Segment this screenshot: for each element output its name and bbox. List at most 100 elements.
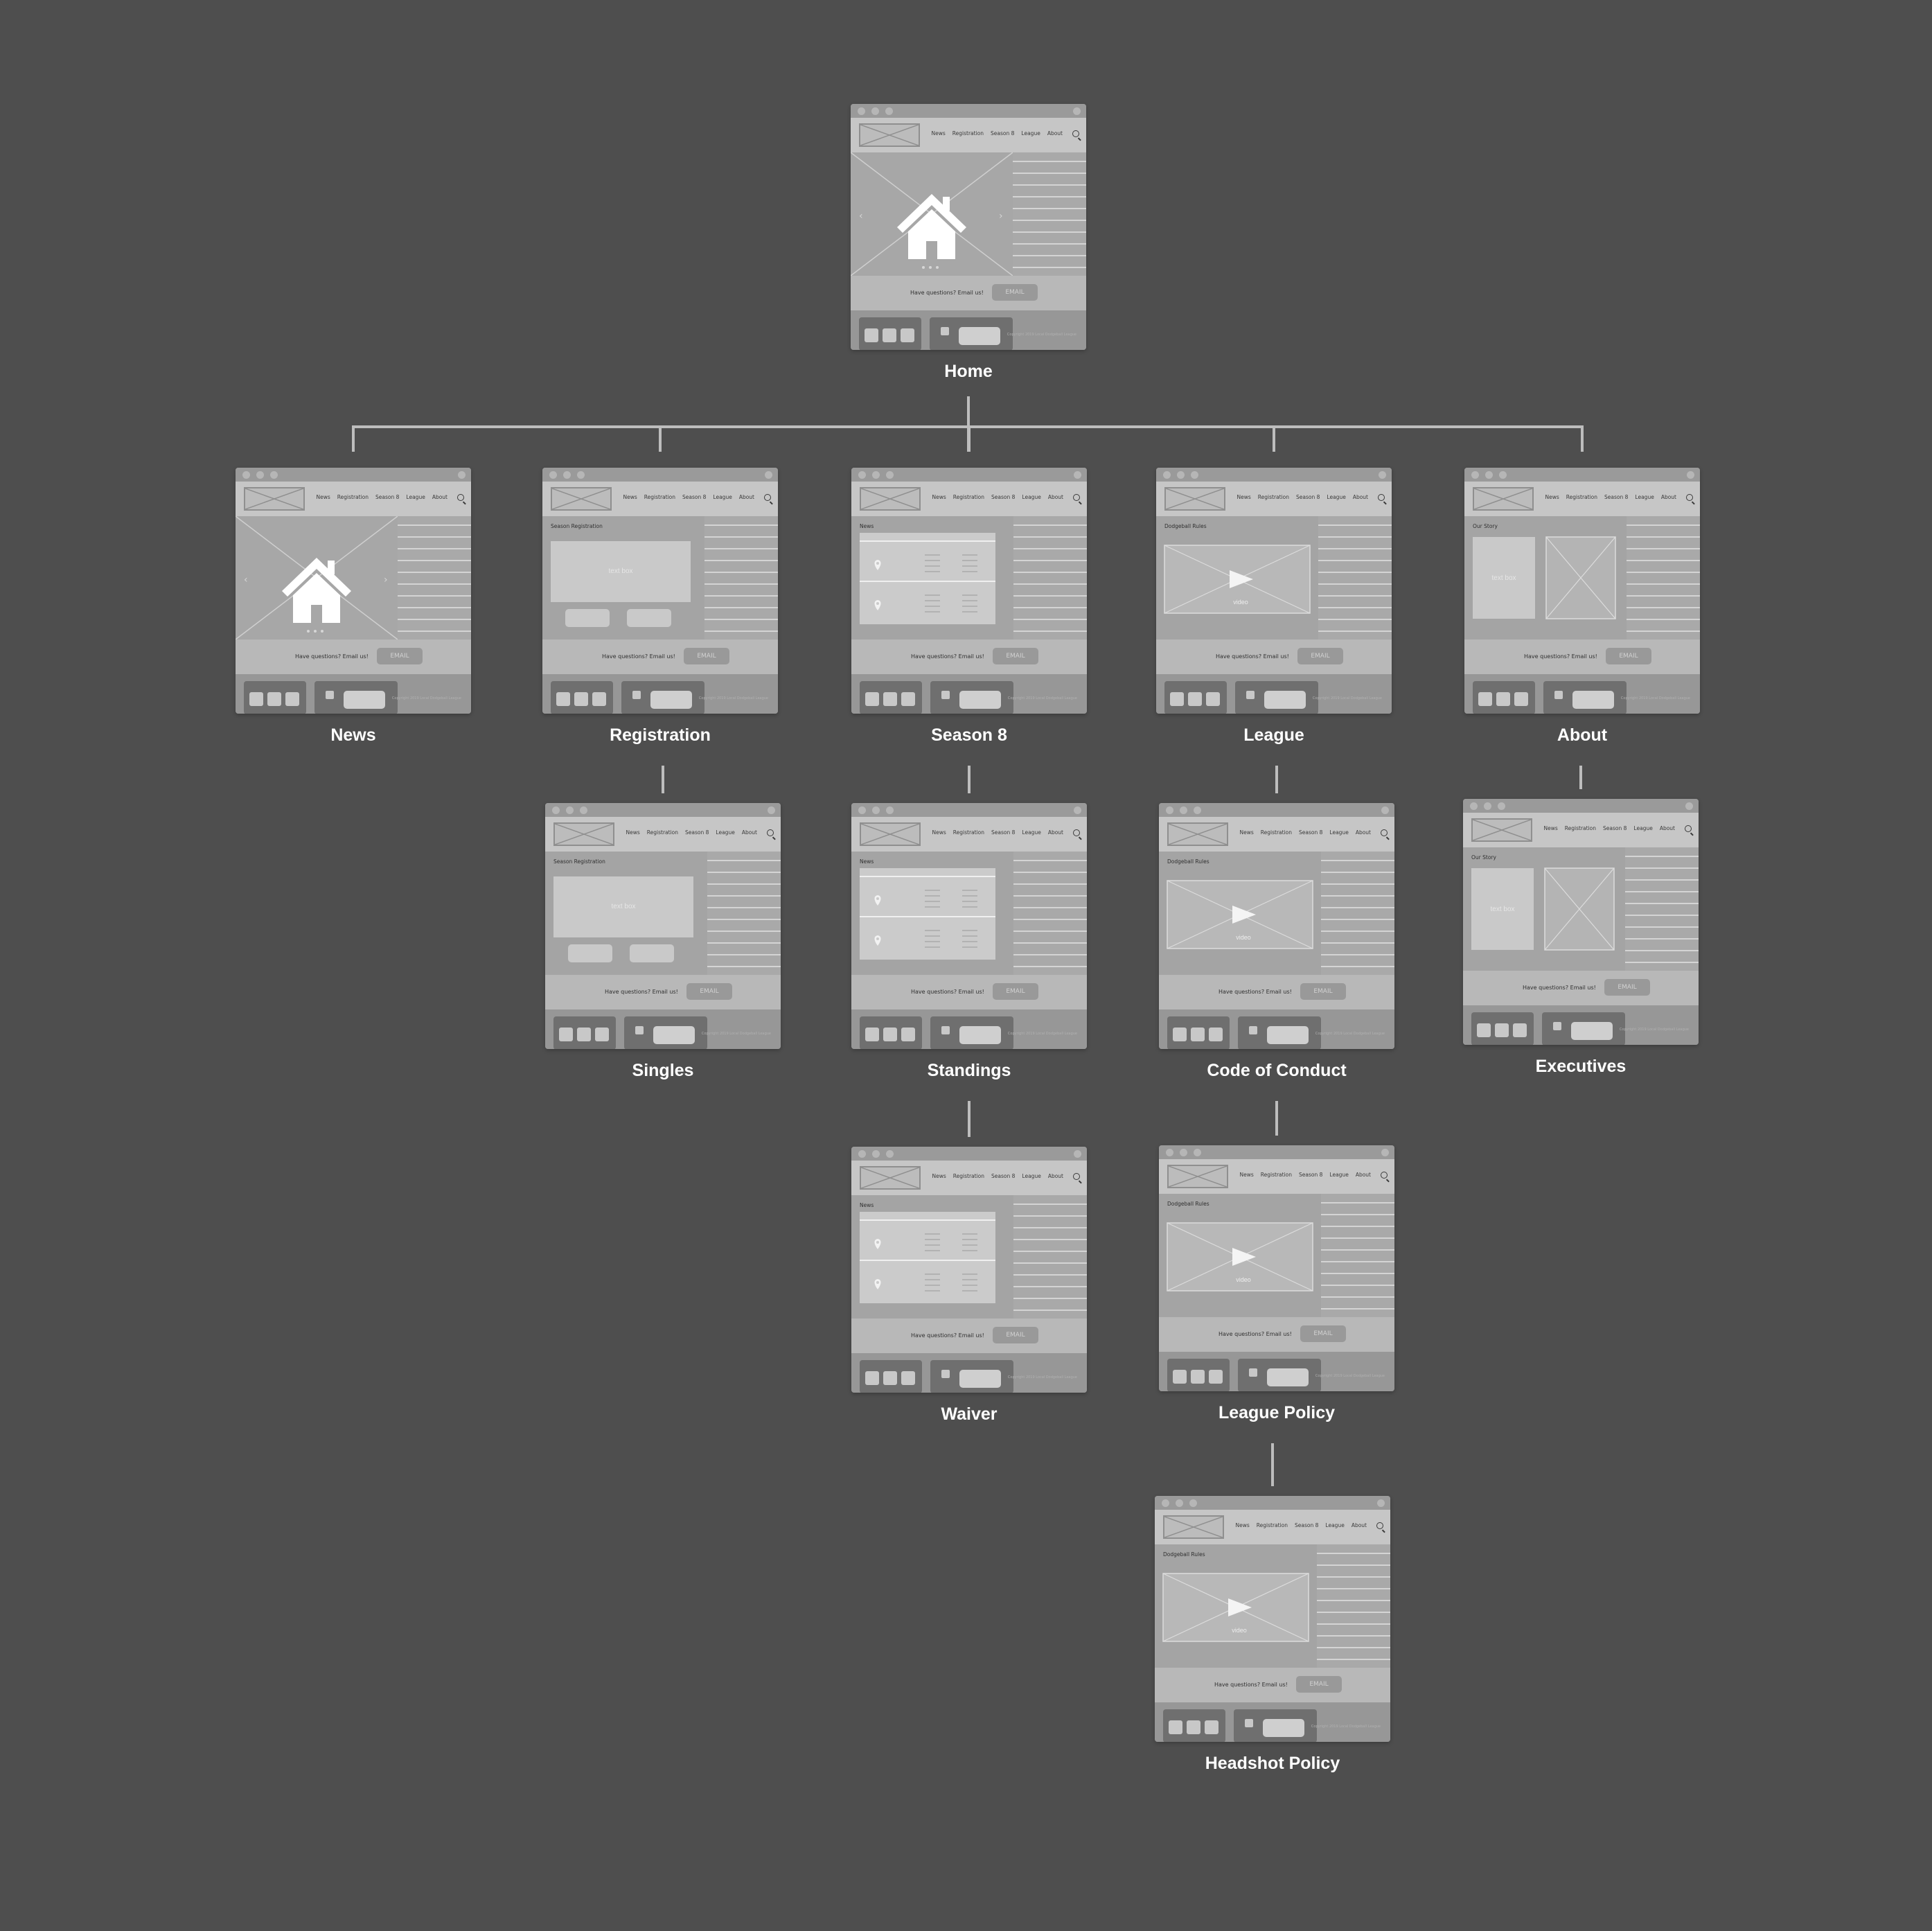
search-icon[interactable]	[767, 829, 774, 836]
nav-link[interactable]: News	[626, 829, 640, 836]
nav-link[interactable]: Registration	[1566, 494, 1598, 500]
social-icon[interactable]	[901, 328, 914, 342]
nav-link[interactable]: Season 8	[1299, 829, 1323, 836]
social-icon[interactable]	[1514, 692, 1528, 706]
search-icon[interactable]	[764, 494, 771, 501]
social-icon[interactable]	[901, 692, 915, 706]
nav-link[interactable]: League	[1635, 494, 1654, 500]
email-button[interactable]: EMAIL	[993, 648, 1038, 664]
nav-link[interactable]: League	[1633, 825, 1653, 831]
social-icon[interactable]	[285, 692, 299, 706]
checkbox-icon[interactable]	[632, 691, 641, 699]
nav-link[interactable]: About	[741, 829, 757, 836]
social-icon[interactable]	[1478, 692, 1492, 706]
social-icon[interactable]	[592, 692, 606, 706]
nav-link[interactable]: League	[713, 494, 732, 500]
nav-link[interactable]: News	[623, 494, 637, 500]
nav-link[interactable]: Season 8	[1603, 825, 1627, 831]
subscribe-button[interactable]	[650, 691, 692, 709]
nav-link[interactable]: News	[1237, 494, 1251, 500]
social-icon[interactable]	[574, 692, 588, 706]
email-button[interactable]: EMAIL	[1297, 648, 1343, 664]
nav-link[interactable]: News	[316, 494, 330, 500]
search-icon[interactable]	[457, 494, 464, 501]
social-icon[interactable]	[559, 1028, 573, 1041]
subscribe-button[interactable]	[653, 1026, 695, 1044]
social-icon[interactable]	[1477, 1023, 1491, 1037]
nav-link[interactable]: Season 8	[991, 829, 1016, 836]
search-icon[interactable]	[1381, 1172, 1388, 1179]
checkbox-icon[interactable]	[941, 691, 950, 699]
search-icon[interactable]	[1072, 130, 1079, 137]
nav-link[interactable]: League	[1022, 829, 1041, 836]
social-icon[interactable]	[595, 1028, 609, 1041]
social-icon[interactable]	[1188, 692, 1202, 706]
social-icon[interactable]	[1205, 1720, 1218, 1734]
nav-link[interactable]: About	[1355, 829, 1371, 836]
nav-link[interactable]: News	[932, 829, 946, 836]
nav-link[interactable]: About	[1047, 829, 1063, 836]
nav-link[interactable]: About	[1047, 1173, 1063, 1179]
subscribe-button[interactable]	[1572, 691, 1614, 709]
social-icon[interactable]	[865, 692, 879, 706]
social-icon[interactable]	[865, 1371, 879, 1385]
nav-link[interactable]: League	[1329, 829, 1349, 836]
search-icon[interactable]	[1381, 829, 1388, 836]
social-icon[interactable]	[1169, 1720, 1182, 1734]
checkbox-icon[interactable]	[1246, 691, 1255, 699]
subscribe-button[interactable]	[1571, 1022, 1613, 1040]
nav-link[interactable]: About	[738, 494, 754, 500]
nav-link[interactable]: About	[1660, 494, 1676, 500]
nav-link[interactable]: Registration	[1260, 1172, 1293, 1178]
social-icon[interactable]	[1173, 1028, 1187, 1041]
social-icon[interactable]	[1191, 1370, 1205, 1384]
nav-link[interactable]: About	[1047, 494, 1063, 500]
nav-link[interactable]: League	[1329, 1172, 1349, 1178]
social-icon[interactable]	[883, 692, 897, 706]
nav-link[interactable]: News	[931, 130, 946, 136]
nav-link[interactable]: Registration	[1256, 1522, 1288, 1528]
nav-link[interactable]: News	[932, 494, 946, 500]
social-icon[interactable]	[1209, 1370, 1223, 1384]
nav-link[interactable]: Season 8	[1296, 494, 1320, 500]
nav-link[interactable]: About	[1352, 494, 1368, 500]
email-button[interactable]: EMAIL	[1300, 983, 1346, 1000]
search-icon[interactable]	[1376, 1522, 1383, 1529]
email-button[interactable]: EMAIL	[1296, 1676, 1342, 1693]
social-icon[interactable]	[267, 692, 281, 706]
nav-link[interactable]: League	[1022, 1173, 1041, 1179]
nav-link[interactable]: Season 8	[991, 130, 1015, 136]
nav-link[interactable]: About	[1047, 130, 1063, 136]
social-icon[interactable]	[249, 692, 263, 706]
nav-link[interactable]: Registration	[646, 829, 679, 836]
email-button[interactable]: EMAIL	[684, 648, 729, 664]
checkbox-icon[interactable]	[635, 1026, 644, 1034]
social-icon[interactable]	[556, 692, 570, 706]
nav-link[interactable]: News	[1235, 1522, 1250, 1528]
social-icon[interactable]	[883, 1028, 897, 1041]
checkbox-icon[interactable]	[1553, 1022, 1561, 1030]
social-icon[interactable]	[1495, 1023, 1509, 1037]
social-icon[interactable]	[883, 1371, 897, 1385]
nav-link[interactable]: About	[1355, 1172, 1371, 1178]
nav-link[interactable]: News	[932, 1173, 946, 1179]
checkbox-icon[interactable]	[941, 1026, 950, 1034]
checkbox-icon[interactable]	[941, 1370, 950, 1378]
checkbox-icon[interactable]	[1245, 1719, 1253, 1727]
subscribe-button[interactable]	[1267, 1026, 1309, 1044]
search-icon[interactable]	[1686, 494, 1693, 501]
social-icon[interactable]	[1209, 1028, 1223, 1041]
nav-link[interactable]: Registration	[952, 829, 985, 836]
search-icon[interactable]	[1073, 494, 1080, 501]
checkbox-icon[interactable]	[1554, 691, 1563, 699]
nav-link[interactable]: League	[1021, 130, 1040, 136]
nav-link[interactable]: Season 8	[682, 494, 707, 500]
